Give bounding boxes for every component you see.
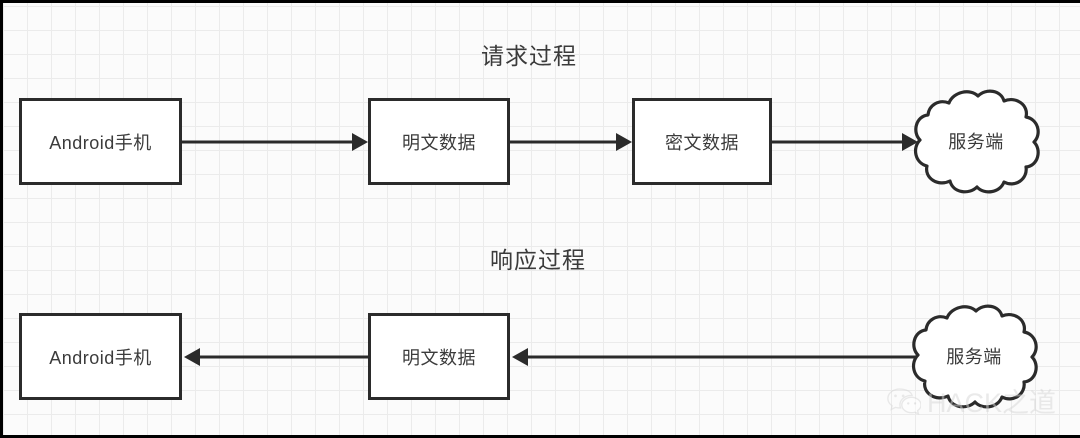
node-android-phone-request: Android手机 (19, 98, 182, 185)
node-android-phone-response: Android手机 (19, 313, 182, 400)
section-title-request: 请求过程 (481, 43, 577, 69)
section-title-response: 响应过程 (490, 247, 586, 273)
node-server-cloud-response: 服务端 (906, 301, 1042, 411)
arrow-plaintext-to-ciphertext (510, 127, 634, 157)
arrow-ciphertext-to-server (772, 127, 920, 157)
cloud-shape-icon (913, 89, 1040, 194)
arrow-server-to-plaintext (510, 342, 916, 372)
node-plaintext-data-response: 明文数据 (368, 313, 510, 400)
node-ciphertext-data-request: 密文数据 (632, 98, 772, 185)
node-server-cloud-request: 服务端 (908, 86, 1044, 196)
node-plaintext-data-request: 明文数据 (368, 98, 510, 185)
arrow-plaintext-to-android (182, 342, 370, 372)
arrow-android-to-plaintext (182, 127, 370, 157)
cloud-shape-icon (911, 304, 1038, 409)
